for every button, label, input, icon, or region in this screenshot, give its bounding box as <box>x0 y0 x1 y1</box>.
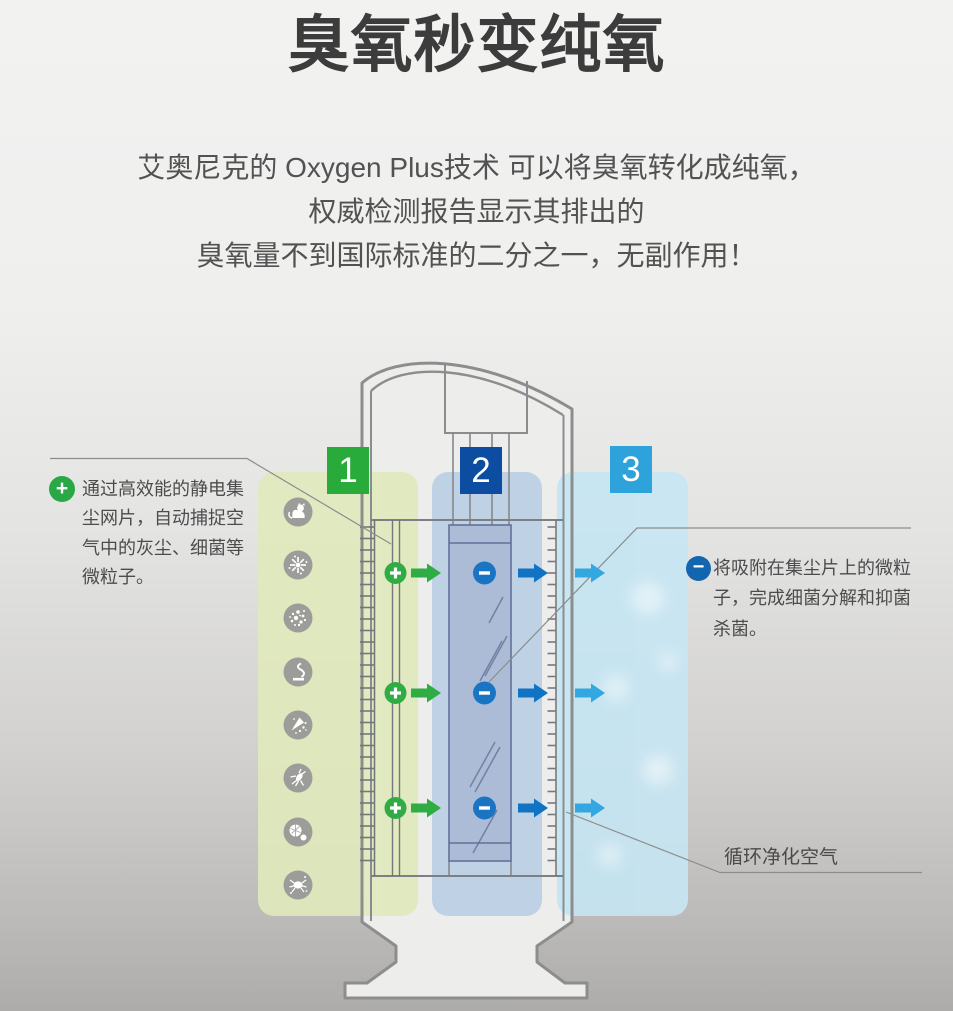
dark-blue-arrow-icon <box>518 798 548 818</box>
green-arrow-icon <box>411 563 441 583</box>
pollen-icon <box>283 550 313 580</box>
subtitle-line-2: 权威检测报告显示其排出的 <box>308 196 645 227</box>
subtitle-line-1: 艾奥尼克的 Oxygen Plus技术 可以将臭氧转化成纯氧， <box>137 152 816 183</box>
mold-spores-icon <box>283 817 313 847</box>
clean-air-puffs <box>598 582 678 867</box>
circulate-air-label: 循环净化空气 <box>724 847 839 868</box>
dust-mite-icon <box>283 870 313 900</box>
stage-3-badge: 3 <box>610 446 652 493</box>
light-blue-arrow-icon <box>575 798 605 818</box>
dark-blue-arrow-icon <box>518 683 548 703</box>
pollutant-icons <box>283 497 313 900</box>
panel-stage-1 <box>258 472 418 916</box>
stage-1-badge: 1 <box>327 447 369 494</box>
machine-frame <box>371 519 563 877</box>
subtitle: 艾奥尼克的 Oxygen Plus技术 可以将臭氧转化成纯氧， 权威检测报告显示… <box>0 146 953 278</box>
leader-line-right <box>488 527 911 683</box>
process-row <box>384 796 605 820</box>
process-row <box>384 681 605 705</box>
dark-blue-arrow-icon <box>518 563 548 583</box>
stage-2-badge: 2 <box>460 447 502 494</box>
bacteria-icon <box>283 603 313 633</box>
process-row <box>384 561 605 585</box>
dust-burst-icon <box>283 710 313 740</box>
positive-annotation-text: 通过高效能的静电集尘网片，自动捕捉空气中的灰尘、细菌等微粒子。 <box>82 479 244 587</box>
electrostatic-mesh-left <box>360 520 376 876</box>
subtitle-line-3: 臭氧量不到国际标准的二分之一，无副作用！ <box>196 240 757 271</box>
positive-charge-icon: + <box>49 476 75 502</box>
green-arrow-icon <box>411 683 441 703</box>
negative-annotation-text: 将吸附在集尘片上的微粒子，完成细菌分解和抑菌杀菌。 <box>713 558 911 639</box>
top-notch <box>444 363 528 434</box>
cat-dander-icon <box>283 497 313 527</box>
light-blue-arrow-icon <box>575 683 605 703</box>
negative-charge-icon: − <box>686 556 711 581</box>
page-title: 臭氧秒变纯氧 <box>287 11 666 80</box>
process-rows <box>384 561 605 820</box>
green-arrow-icon <box>411 798 441 818</box>
smoke-icon <box>283 657 313 687</box>
flea-icon <box>283 763 313 793</box>
leader-line-left <box>50 457 392 545</box>
light-blue-arrow-icon <box>575 563 605 583</box>
tower-outline <box>343 361 589 1000</box>
leader-line-circulate <box>565 811 922 874</box>
